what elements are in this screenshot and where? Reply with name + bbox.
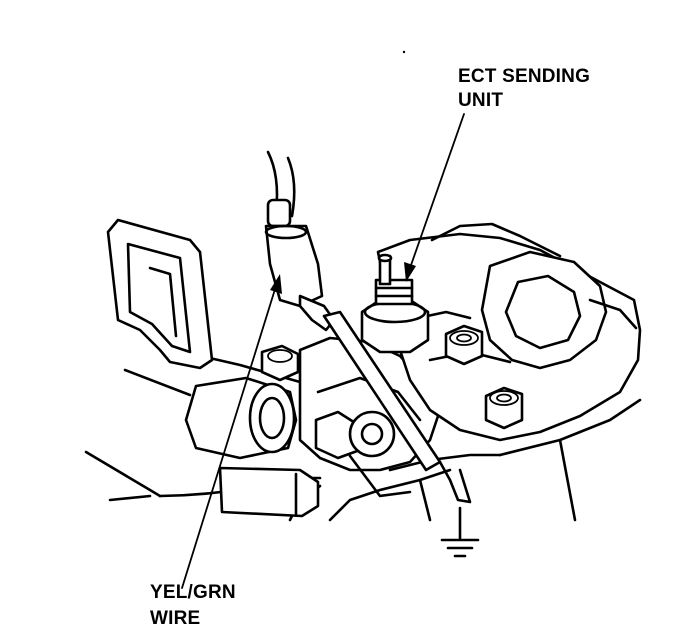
ect-label-line2: UNIT xyxy=(458,90,503,111)
wire-label-line2: WIRE xyxy=(150,608,200,629)
ground-symbol xyxy=(440,506,480,558)
ect-label-line1: ECT SENDING xyxy=(458,66,590,87)
yel-grn-wire xyxy=(264,150,472,504)
ect-sending-unit xyxy=(360,253,430,354)
leader-wire xyxy=(181,274,282,589)
leader-ect xyxy=(404,113,465,282)
bolt-lower xyxy=(484,386,524,430)
wire-label-line1: YEL/GRN xyxy=(150,582,236,603)
cylinder-head xyxy=(376,222,642,442)
bolt-upper xyxy=(444,324,484,366)
speck xyxy=(402,50,406,54)
bolt-left xyxy=(260,344,300,382)
bracket xyxy=(106,218,214,370)
hose xyxy=(184,376,320,518)
